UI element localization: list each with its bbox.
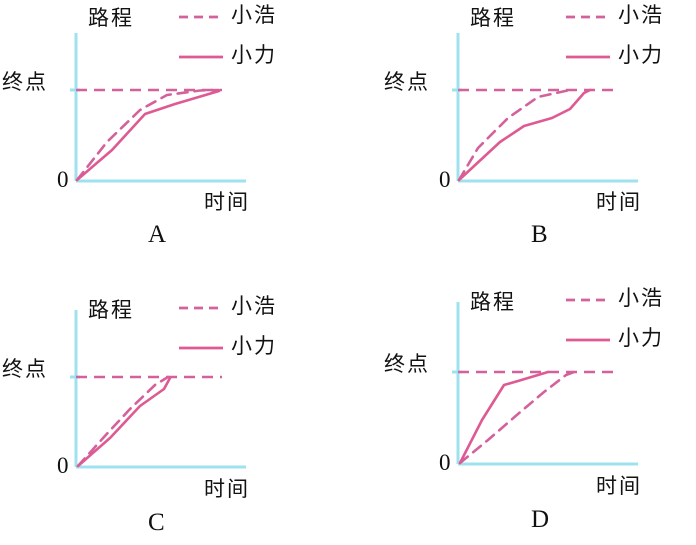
panel-letter-a: A bbox=[148, 221, 167, 248]
x-axis-label: 时间 bbox=[204, 477, 250, 501]
legend-label-xiaoli: 小力 bbox=[231, 43, 277, 67]
legend-label-xiaoli: 小力 bbox=[618, 43, 664, 67]
series-xiaoli-solid bbox=[75, 89, 221, 182]
origin-label: 0 bbox=[57, 453, 69, 478]
legend-label-xiaoli: 小力 bbox=[231, 334, 277, 358]
series-xiaoli-solid bbox=[458, 370, 550, 465]
series-xiaohao-dashed bbox=[458, 370, 576, 465]
x-axis-label: 时间 bbox=[596, 190, 642, 214]
y-axis-label: 路程 bbox=[88, 298, 134, 322]
legend-label-xiaohao: 小浩 bbox=[231, 3, 277, 27]
panel-letter-c: C bbox=[148, 509, 165, 536]
panel-a-chart bbox=[70, 15, 246, 183]
series-xiaoli-solid bbox=[457, 88, 592, 182]
panel-c-chart bbox=[70, 306, 246, 469]
legend-label-xiaohao: 小浩 bbox=[231, 294, 277, 318]
origin-label: 0 bbox=[439, 450, 451, 475]
y-axis-label: 路程 bbox=[470, 6, 516, 30]
panel-letter-b: B bbox=[531, 221, 548, 248]
panel-b-chart bbox=[452, 15, 638, 183]
panel-d-chart bbox=[452, 298, 638, 466]
finish-label: 终点 bbox=[384, 70, 430, 94]
y-axis-label: 路程 bbox=[88, 6, 134, 30]
panel-d: 路程 终点 0 时间 小浩 小力 D bbox=[348, 272, 696, 545]
series-xiaoli-solid bbox=[76, 376, 172, 468]
legend-label-xiaohao: 小浩 bbox=[618, 286, 664, 310]
legend-label-xiaoli: 小力 bbox=[618, 326, 664, 350]
finish-label: 终点 bbox=[2, 70, 48, 94]
finish-label: 终点 bbox=[384, 352, 430, 376]
finish-label: 终点 bbox=[2, 357, 48, 381]
panel-c: 路程 终点 0 时间 小浩 小力 C bbox=[0, 272, 348, 545]
panel-letter-d: D bbox=[531, 506, 550, 533]
origin-label: 0 bbox=[57, 167, 69, 192]
series-xiaohao-dashed bbox=[75, 88, 221, 182]
series-xiaohao-dashed bbox=[76, 375, 170, 468]
x-axis-label: 时间 bbox=[596, 474, 642, 498]
y-axis-label: 路程 bbox=[470, 290, 516, 314]
series-xiaohao-dashed bbox=[457, 88, 572, 182]
x-axis-label: 时间 bbox=[204, 190, 250, 214]
legend-label-xiaohao: 小浩 bbox=[618, 3, 664, 27]
panel-a: 路程 终点 0 时间 小浩 小力 A bbox=[0, 0, 348, 272]
panel-b: 路程 终点 0 时间 小浩 小力 B bbox=[348, 0, 696, 272]
origin-label: 0 bbox=[439, 167, 451, 192]
